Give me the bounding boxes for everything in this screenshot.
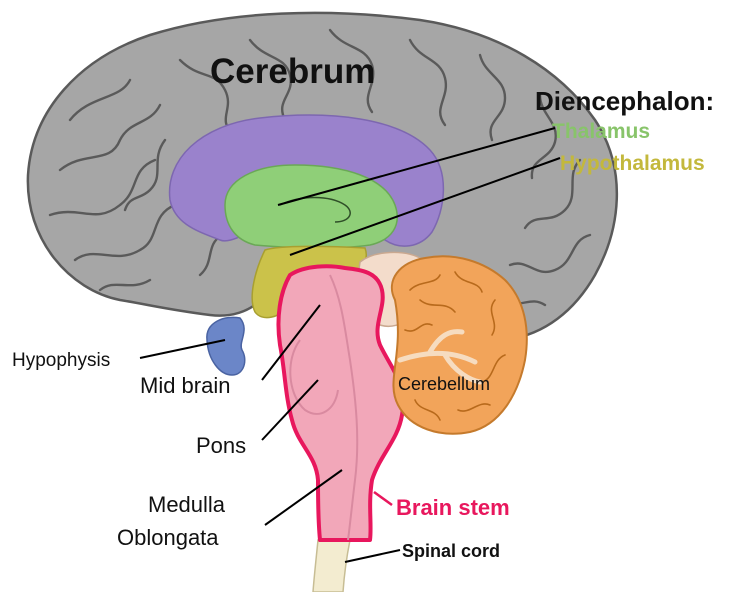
diencephalon-label: Diencephalon: xyxy=(535,86,714,116)
pons-label: Pons xyxy=(196,433,246,458)
hypophysis xyxy=(207,317,245,375)
hypophysis-label: Hypophysis xyxy=(12,350,110,371)
brain-stem-label: Brain stem xyxy=(396,495,510,520)
mid-brain-label: Mid brain xyxy=(140,373,230,398)
hypothalamus-label: Hypothalamus xyxy=(560,152,705,175)
spinal-cord xyxy=(313,540,350,592)
cerebellum-label: Cerebellum xyxy=(398,374,490,394)
cerebrum-label: Cerebrum xyxy=(210,52,375,91)
medulla-label-line2: Oblongata xyxy=(117,525,219,550)
spinal-cord-label: Spinal cord xyxy=(402,541,500,561)
spinal-cord-leader xyxy=(345,550,400,562)
medulla-label-line1: Medulla xyxy=(148,492,226,517)
brain-stem-leader xyxy=(374,492,392,505)
thalamus-label: Thalamus xyxy=(552,120,650,143)
cerebellum xyxy=(392,256,527,433)
